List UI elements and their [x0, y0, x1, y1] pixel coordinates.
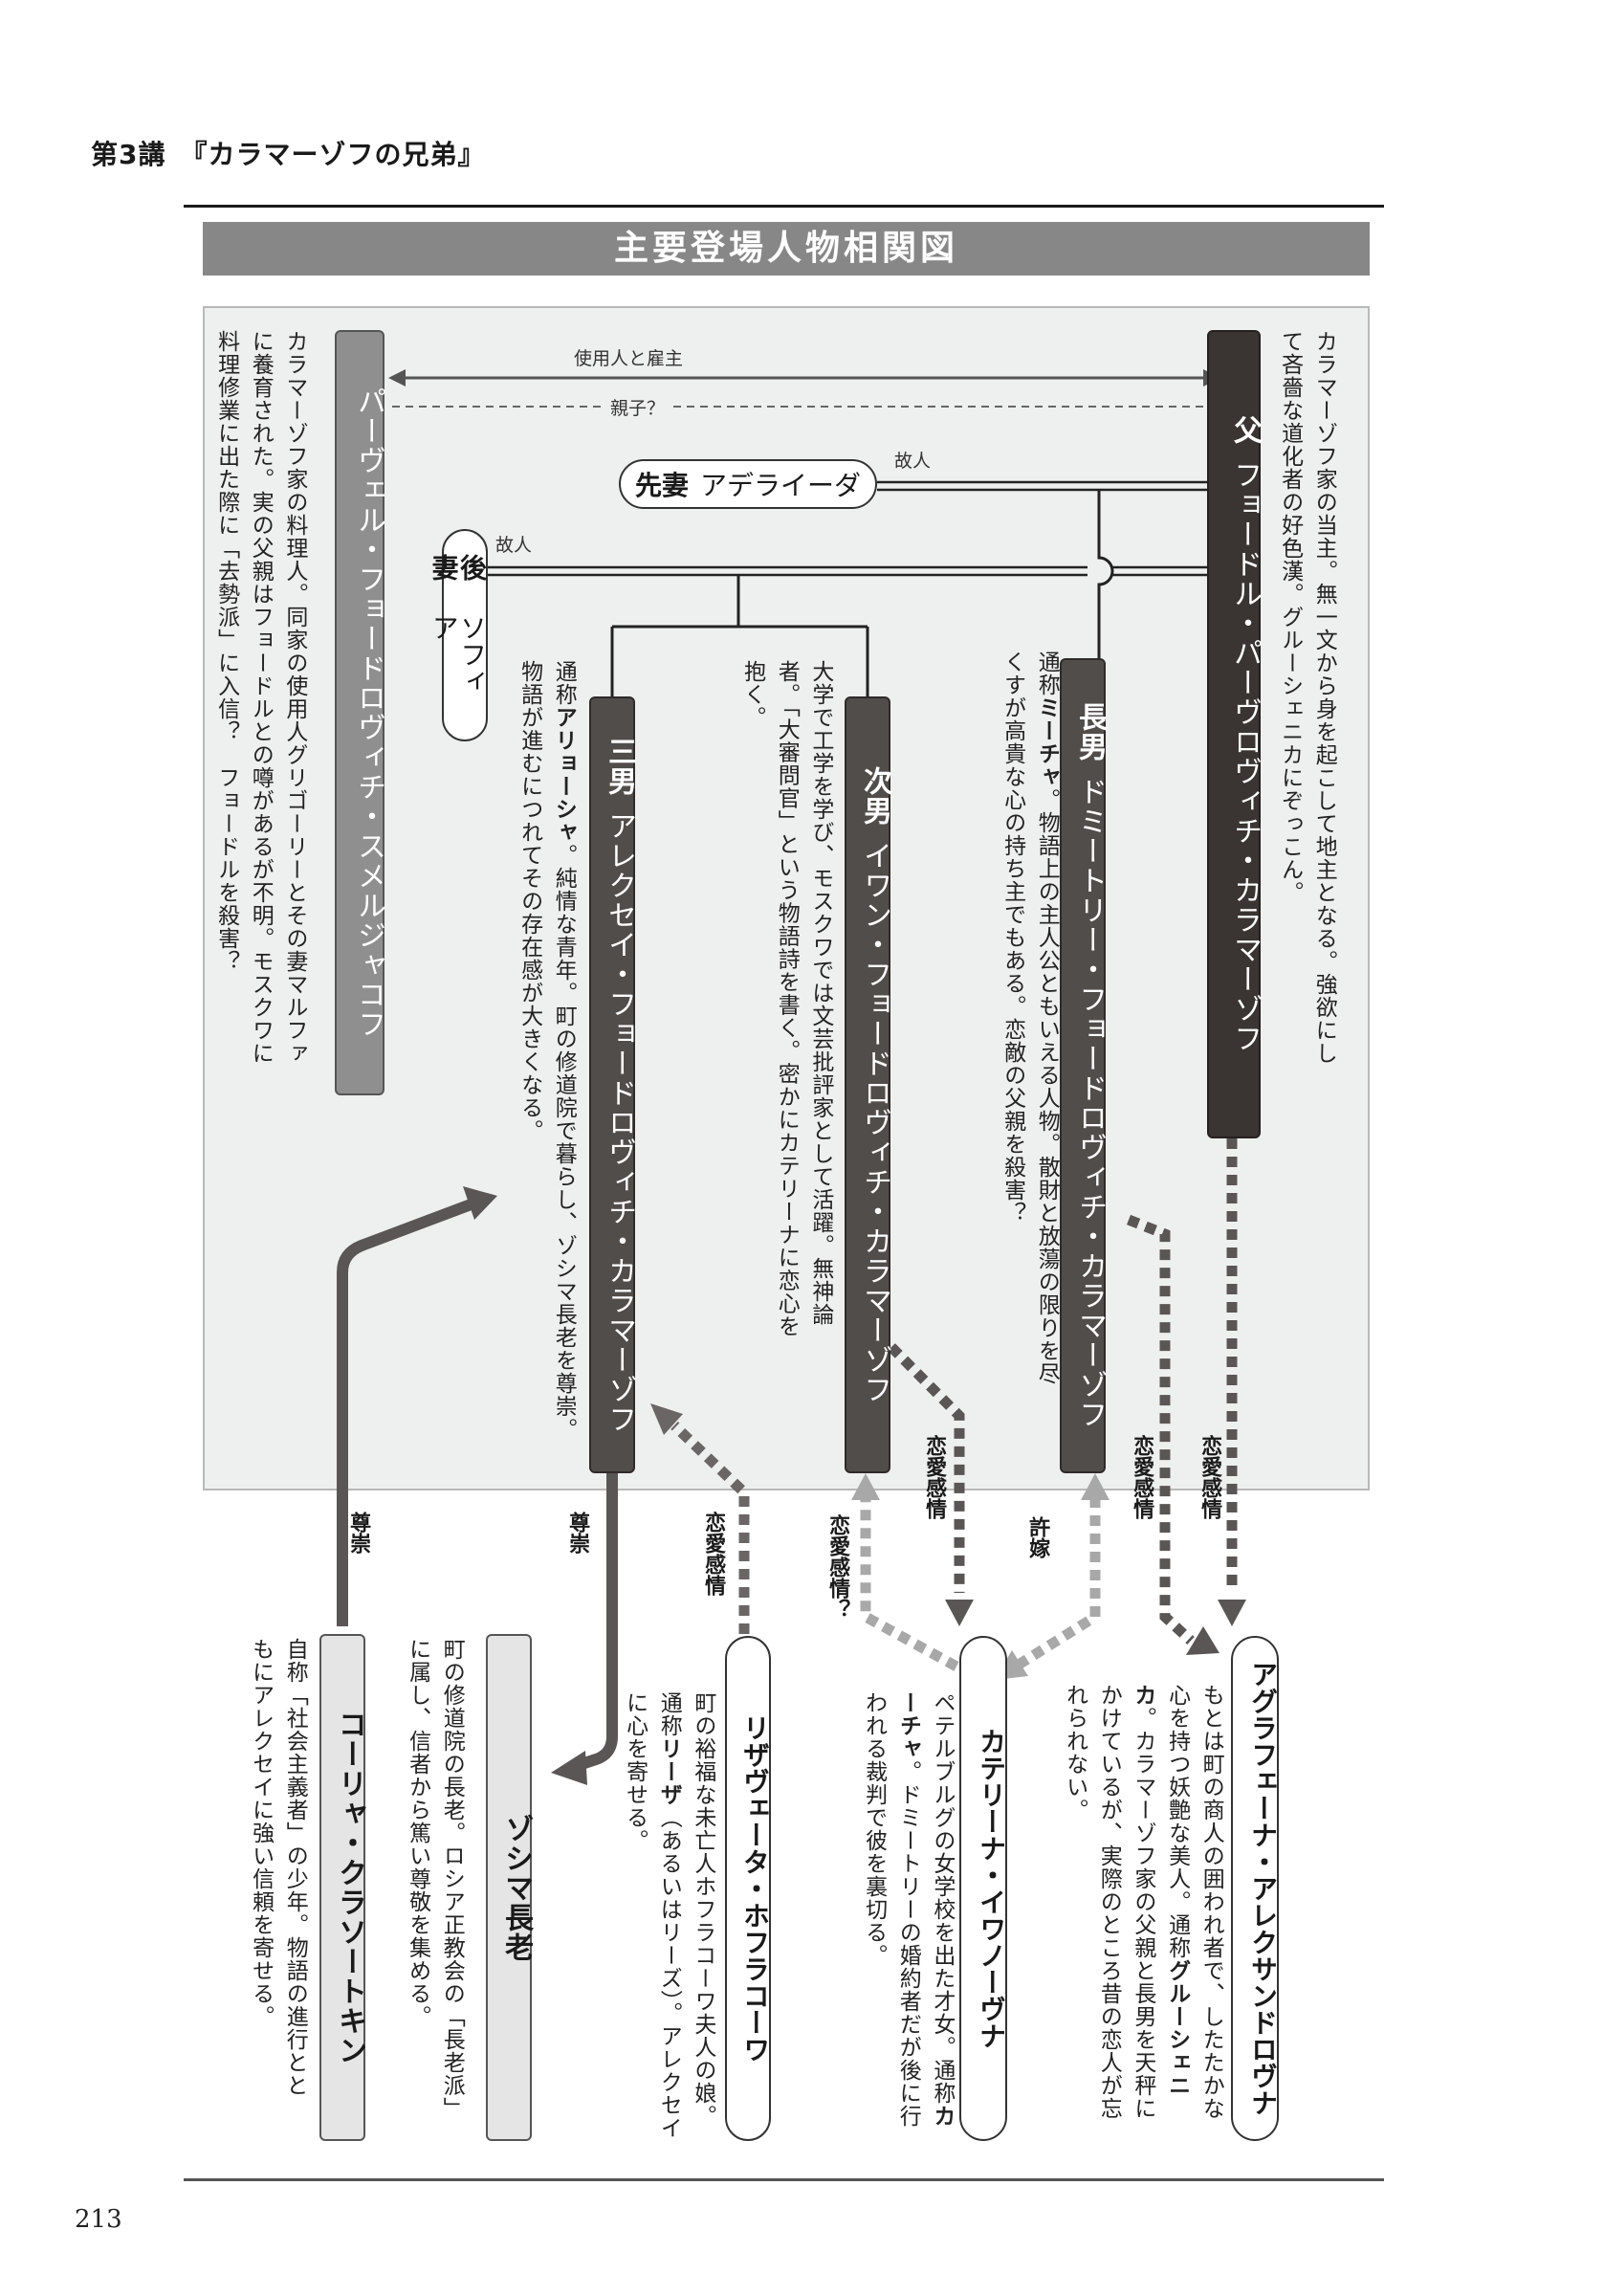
nickname: グルーシェニカ	[1130, 1684, 1190, 2097]
katerina-to-ivan-arrow	[860, 1497, 959, 1671]
nickname: カーチャ	[895, 1691, 955, 2128]
family-panel	[203, 306, 1370, 1490]
character-name: イワン・フョードロヴィチ・カラマーゾフ	[858, 840, 891, 1404]
character-fyodor[interactable]: 父 フョードル・パーヴロヴィチ・カラマーゾフ	[1207, 330, 1262, 1138]
employer-arrow	[388, 369, 1220, 386]
character-kolya[interactable]: コーリャ・クラソートキン	[319, 1634, 366, 2141]
character-name: フョードル・パーヴロヴィチ・カラマーゾフ	[1228, 460, 1262, 1053]
character-name: コーリャ・クラソートキン	[333, 1710, 366, 2065]
kolya-to-alexei-arrow	[337, 1198, 476, 1626]
parent-child-label: 親子？	[603, 394, 673, 420]
ivan-to-katerina-arrow	[888, 1343, 965, 1593]
zosima-description: 町の修道院の長老。ロシア正教会の「長老派」に属し、信者から篤い尊敬を集める。	[405, 1638, 465, 2109]
character-dmitri[interactable]: 長男 ドミートリー・フョードロヴィチ・カラマーゾフ	[1060, 658, 1107, 1473]
relationship-label-kolya-alexei: 尊崇	[346, 1512, 372, 1554]
role-label: 先妻	[634, 470, 689, 501]
character-adelaida[interactable]: 先妻 アデライーダ	[619, 459, 877, 509]
character-alexei[interactable]: 三男 アレクセイ・フョードロヴィチ・カラマーゾフ	[589, 696, 636, 1473]
character-name: ソフィア	[428, 614, 488, 695]
character-name: ドミートリー・フョードロヴィチ・カラマーゾフ	[1073, 777, 1107, 1429]
character-katerina[interactable]: カテリーナ・イワノーヴナ	[959, 1636, 1007, 2141]
liza-to-alexei-arrow	[670, 1422, 750, 1634]
diagram-title: 主要登場人物相関図	[203, 222, 1370, 276]
character-liza[interactable]: リザヴェータ・ホフラコーワ	[725, 1636, 771, 2141]
second-wife-deceased-label: 故人	[495, 535, 533, 556]
relationship-label-dmitri-grushenka: 恋愛感情	[1130, 1435, 1155, 1519]
chapter-title: 第3講 『カラマーゾフの兄弟』	[91, 139, 486, 170]
page-number: 213	[75, 2205, 122, 2234]
header-rule	[184, 205, 1384, 208]
fyodor-description: カラマーゾフ家の当主。無一文から身を起こして地主となる。強欲にして吝嗇な道化者の…	[1277, 330, 1337, 1065]
character-zosima[interactable]: ゾシマ長老	[486, 1634, 533, 2141]
character-name: ゾシマ長老	[499, 1813, 533, 1962]
role-label: 後妻	[428, 554, 488, 581]
relationship-label-fyodor-grushenka: 恋愛感情	[1198, 1435, 1223, 1519]
katerina-description: ペテルブルグの女学校を出た才女。通称カーチャ。ドミートリーの婚約者だが後に行われ…	[861, 1691, 955, 2128]
kolya-description: 自称「社会主義者」の少年。物語の進行とともにアレクセイに強い信頼を寄せる。	[248, 1638, 308, 2097]
character-sofia[interactable]: 後妻 ソフィア	[428, 529, 488, 741]
liza-description: 町の裕福な未亡人ホフラコーワ夫人の娘。通称リーザ（あるいはリーズ）。アレクセイに…	[622, 1691, 715, 2140]
role-label: 父	[1228, 415, 1262, 445]
nickname: ミーチャ	[1034, 696, 1060, 788]
character-grushenka[interactable]: アグラフェーナ・アレクサンドロヴナ	[1231, 1636, 1279, 2141]
character-name: パーヴェル・フョードロヴィチ・スメルジャコフ	[352, 386, 385, 1039]
ivan-description: 大学で工学を学び、モスクワでは文芸批評家として活躍。無神論者。「大審問官」という…	[739, 660, 833, 1338]
nickname: アリョーシャ	[551, 706, 577, 844]
character-name: アデライーダ	[700, 470, 862, 501]
relationship-label-liza-alexei: 恋愛感情	[701, 1512, 727, 1596]
second-wife-marriage-line	[485, 565, 1207, 577]
grushenka-description: もとは町の商人の囲われ者で、したたかな心を持つ妖艶な美人。通称グルーシェニカ。カ…	[1062, 1684, 1224, 2120]
dmitri-to-grushenka-arrow	[1126, 1214, 1195, 1645]
alexei-description: 通称アリョーシャ。純情な青年。町の修道院で暮らし、ゾシマ長老を尊崇。物語が進むに…	[516, 660, 577, 1441]
role-label: 長男	[1073, 702, 1107, 762]
dmitri-description: 通称ミーチャ。物語上の主人公ともいえる人物。散財と放蕩の限りを尽くすが高貴な心の…	[1000, 651, 1060, 1385]
relationship-label-alexei-zosima: 尊崇	[565, 1512, 591, 1554]
character-ivan[interactable]: 次男 イワン・フョードロヴィチ・カラマーゾフ	[845, 696, 891, 1473]
relationship-label-dmitri-katerina: 許嫁	[1025, 1516, 1051, 1558]
dmitri-descent-line	[1097, 490, 1114, 658]
character-name: カテリーナ・イワノーヴナ	[976, 1728, 1007, 2049]
role-label: 三男	[603, 736, 636, 796]
dmitri-katerina-engagement-arrow	[1016, 1497, 1101, 1669]
relationship-label-ivan-katerina: 恋愛感情	[922, 1435, 948, 1519]
character-name: リザヴェータ・ホフラコーワ	[739, 1714, 771, 2063]
character-name: アグラフェーナ・アレクサンドロヴナ	[1247, 1661, 1279, 2116]
first-wife-marriage-line	[877, 480, 1207, 492]
footer-rule	[184, 2178, 1384, 2181]
smerdyakov-description: カラマーゾフ家の料理人。同家の使用人グリゴーリーとその妻マルファに養育された。実…	[213, 330, 307, 1065]
employer-label: 使用人と雇主	[574, 348, 684, 369]
relationship-label-katerina-ivan: 恋愛感情？	[825, 1514, 851, 1620]
role-label: 次男	[858, 765, 891, 826]
character-smerdyakov[interactable]: パーヴェル・フョードロヴィチ・スメルジャコフ	[335, 330, 385, 1095]
character-name: アレクセイ・フョードロヴィチ・カラマーゾフ	[603, 810, 636, 1434]
alexei-to-zosima-arrow	[577, 1468, 618, 1771]
sofia-children-lines	[610, 575, 869, 696]
first-wife-deceased-label: 故人	[894, 451, 932, 472]
nickname: リーザ	[656, 1737, 682, 1806]
